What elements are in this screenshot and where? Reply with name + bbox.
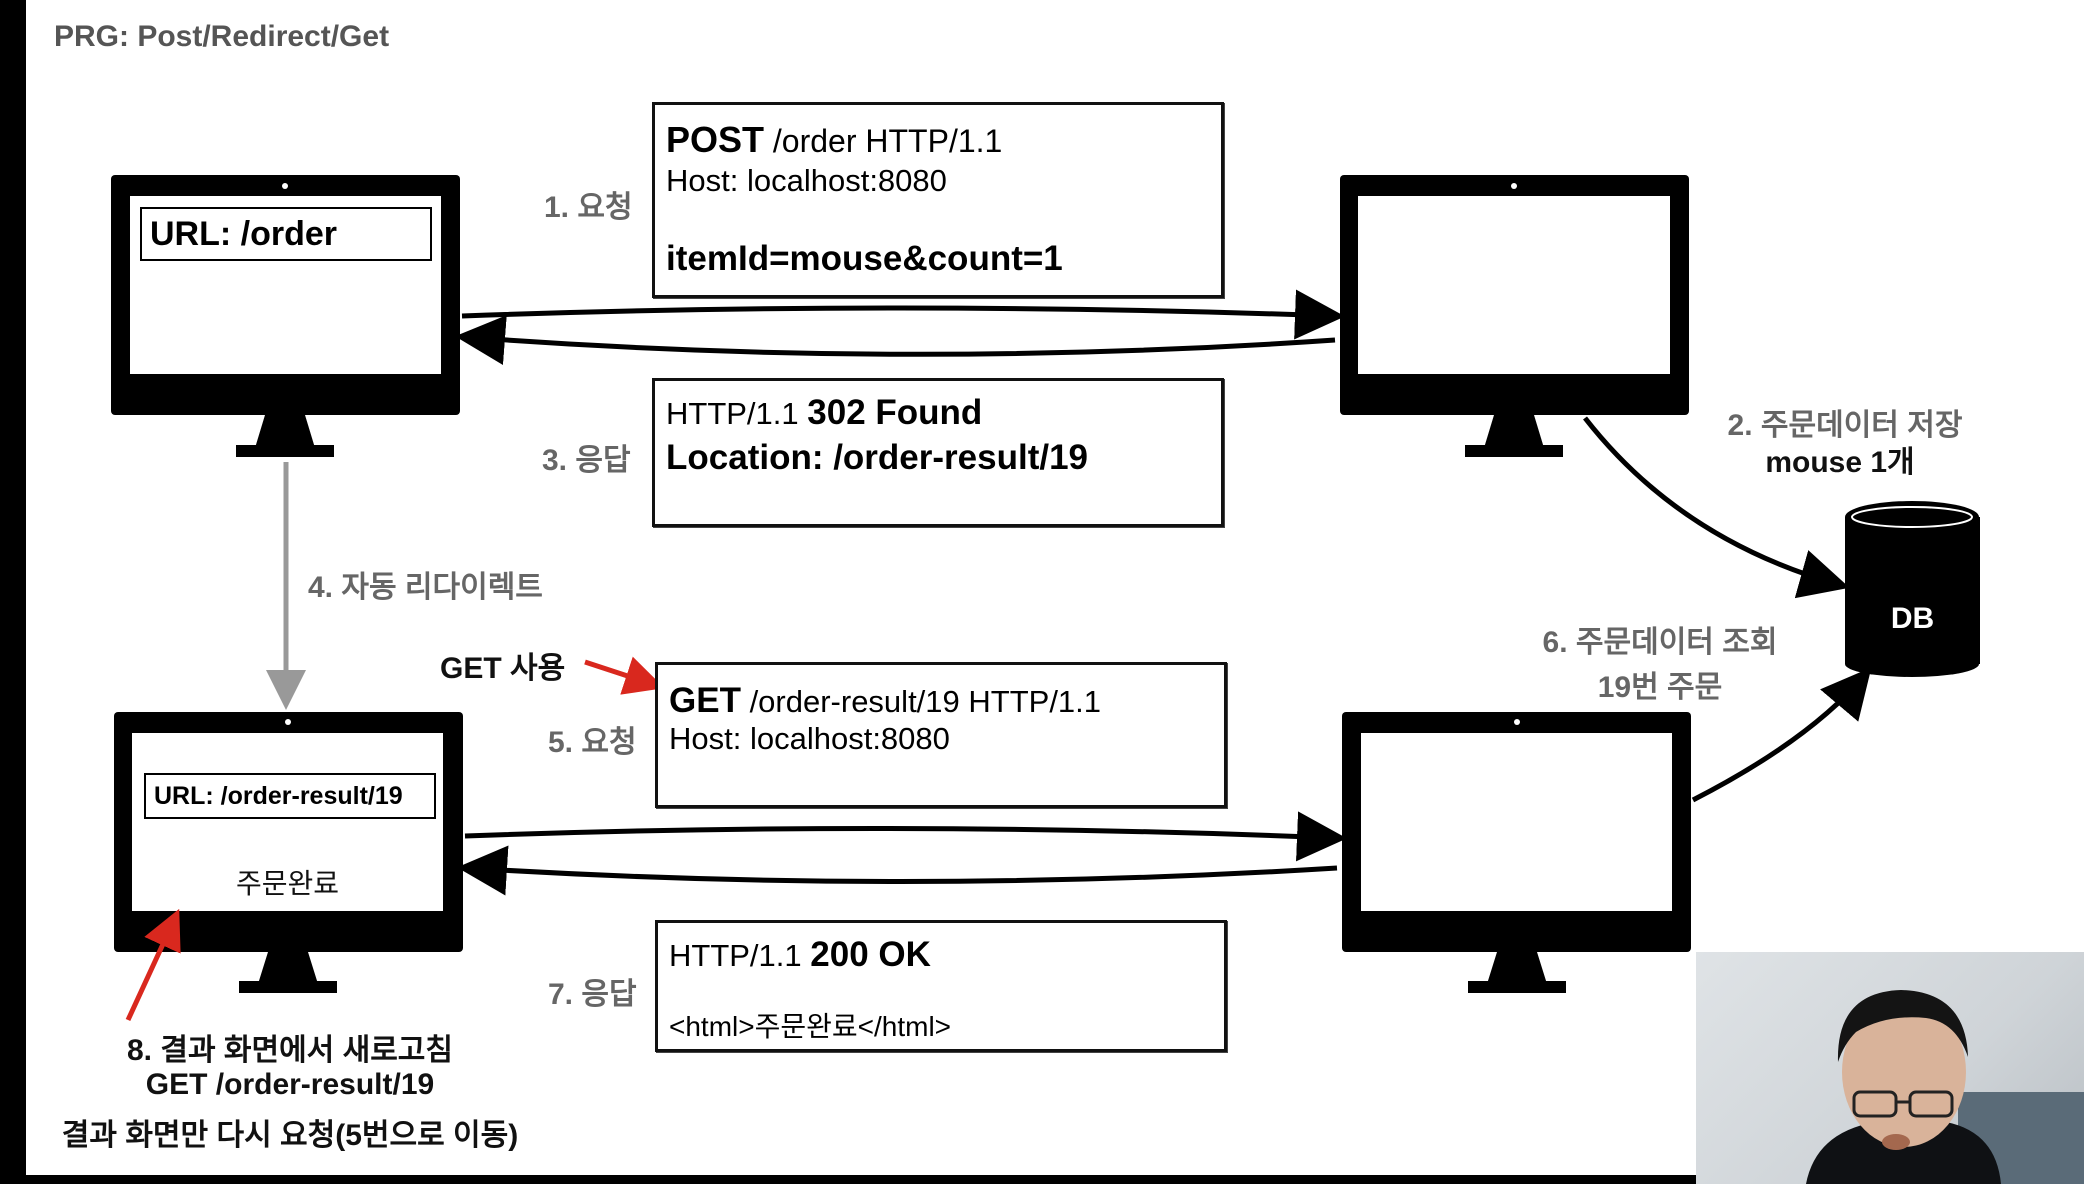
webcam-overlay [1696, 952, 2084, 1184]
db-label: DB [1890, 602, 1935, 635]
status-code: 200 OK [810, 935, 931, 974]
refresh-arrow [125, 908, 181, 1022]
step-4-label: 4. 자동 리다이렉트 [308, 571, 543, 604]
request-message-5: GET /order-result/19 HTTP/1.1 Host: loca… [655, 662, 1227, 808]
db-store-arrow [1583, 416, 1850, 599]
step-5-label: 5. 요청 [548, 726, 637, 759]
request-arrow-5 [464, 811, 1347, 862]
step-1-label: 1. 요청 [544, 191, 633, 224]
step-8-label: 8. 결과 화면에서 새로고침 [126, 1034, 454, 1067]
client-monitor-bottom [114, 712, 463, 993]
status-prefix: HTTP/1.1 [669, 938, 811, 973]
response-message-7: HTTP/1.1 200 OK <html>주문완료</html> [655, 920, 1227, 1052]
request-arrow-1 [461, 289, 1345, 340]
step-2-label: 2. 주문데이터 저장 [1727, 409, 1963, 442]
step-8-note: 결과 화면만 다시 요청(5번으로 이동) [61, 1119, 519, 1152]
host-header: Host: localhost:8080 [669, 721, 950, 756]
host-header: Host: localhost:8080 [666, 163, 947, 198]
url-bar-top: URL: /order [140, 207, 432, 261]
http-method: POST [666, 119, 765, 160]
request-line: /order HTTP/1.1 [764, 123, 1003, 159]
server-monitor-bottom [1342, 712, 1691, 993]
request-message-1: POST /order HTTP/1.1 Host: localhost:808… [652, 102, 1224, 298]
status-prefix: HTTP/1.1 [666, 396, 808, 431]
response-message-3: HTTP/1.1 302 Found Location: /order-resu… [652, 378, 1224, 527]
step-6-label: 6. 주문데이터 조회 [1542, 626, 1778, 659]
get-note-label: GET 사용 [440, 652, 566, 685]
step-3-label: 3. 응답 [542, 444, 631, 477]
request-body: itemId=mouse&count=1 [666, 239, 1063, 278]
step-7-label: 7. 응답 [548, 978, 637, 1011]
step-2-sublabel: mouse 1개 [1765, 446, 1915, 479]
response-body: <html>주문완료</html> [669, 1011, 952, 1042]
server-monitor-top [1340, 175, 1689, 457]
response-arrow-7 [457, 845, 1338, 896]
get-note-arrow [584, 656, 665, 695]
response-arrow-3 [455, 315, 1336, 365]
status-code: 302 Found [807, 393, 983, 432]
step-6-sublabel: 19번 주문 [1597, 671, 1723, 704]
step-8-request: GET /order-result/19 [145, 1068, 435, 1101]
presenter-avatar [1806, 990, 2084, 1184]
request-line: /order-result/19 HTTP/1.1 [740, 684, 1102, 719]
slide-title: PRG: Post/Redirect/Get [54, 20, 390, 53]
location-header: Location: /order-result/19 [666, 438, 1089, 477]
database-cylinder [1845, 501, 1980, 677]
http-method: GET [669, 681, 741, 720]
db-query-arrow [1691, 667, 1872, 803]
order-complete-text: 주문완료 [235, 868, 340, 899]
url-bar-bottom: URL: /order-result/19 [144, 773, 436, 819]
